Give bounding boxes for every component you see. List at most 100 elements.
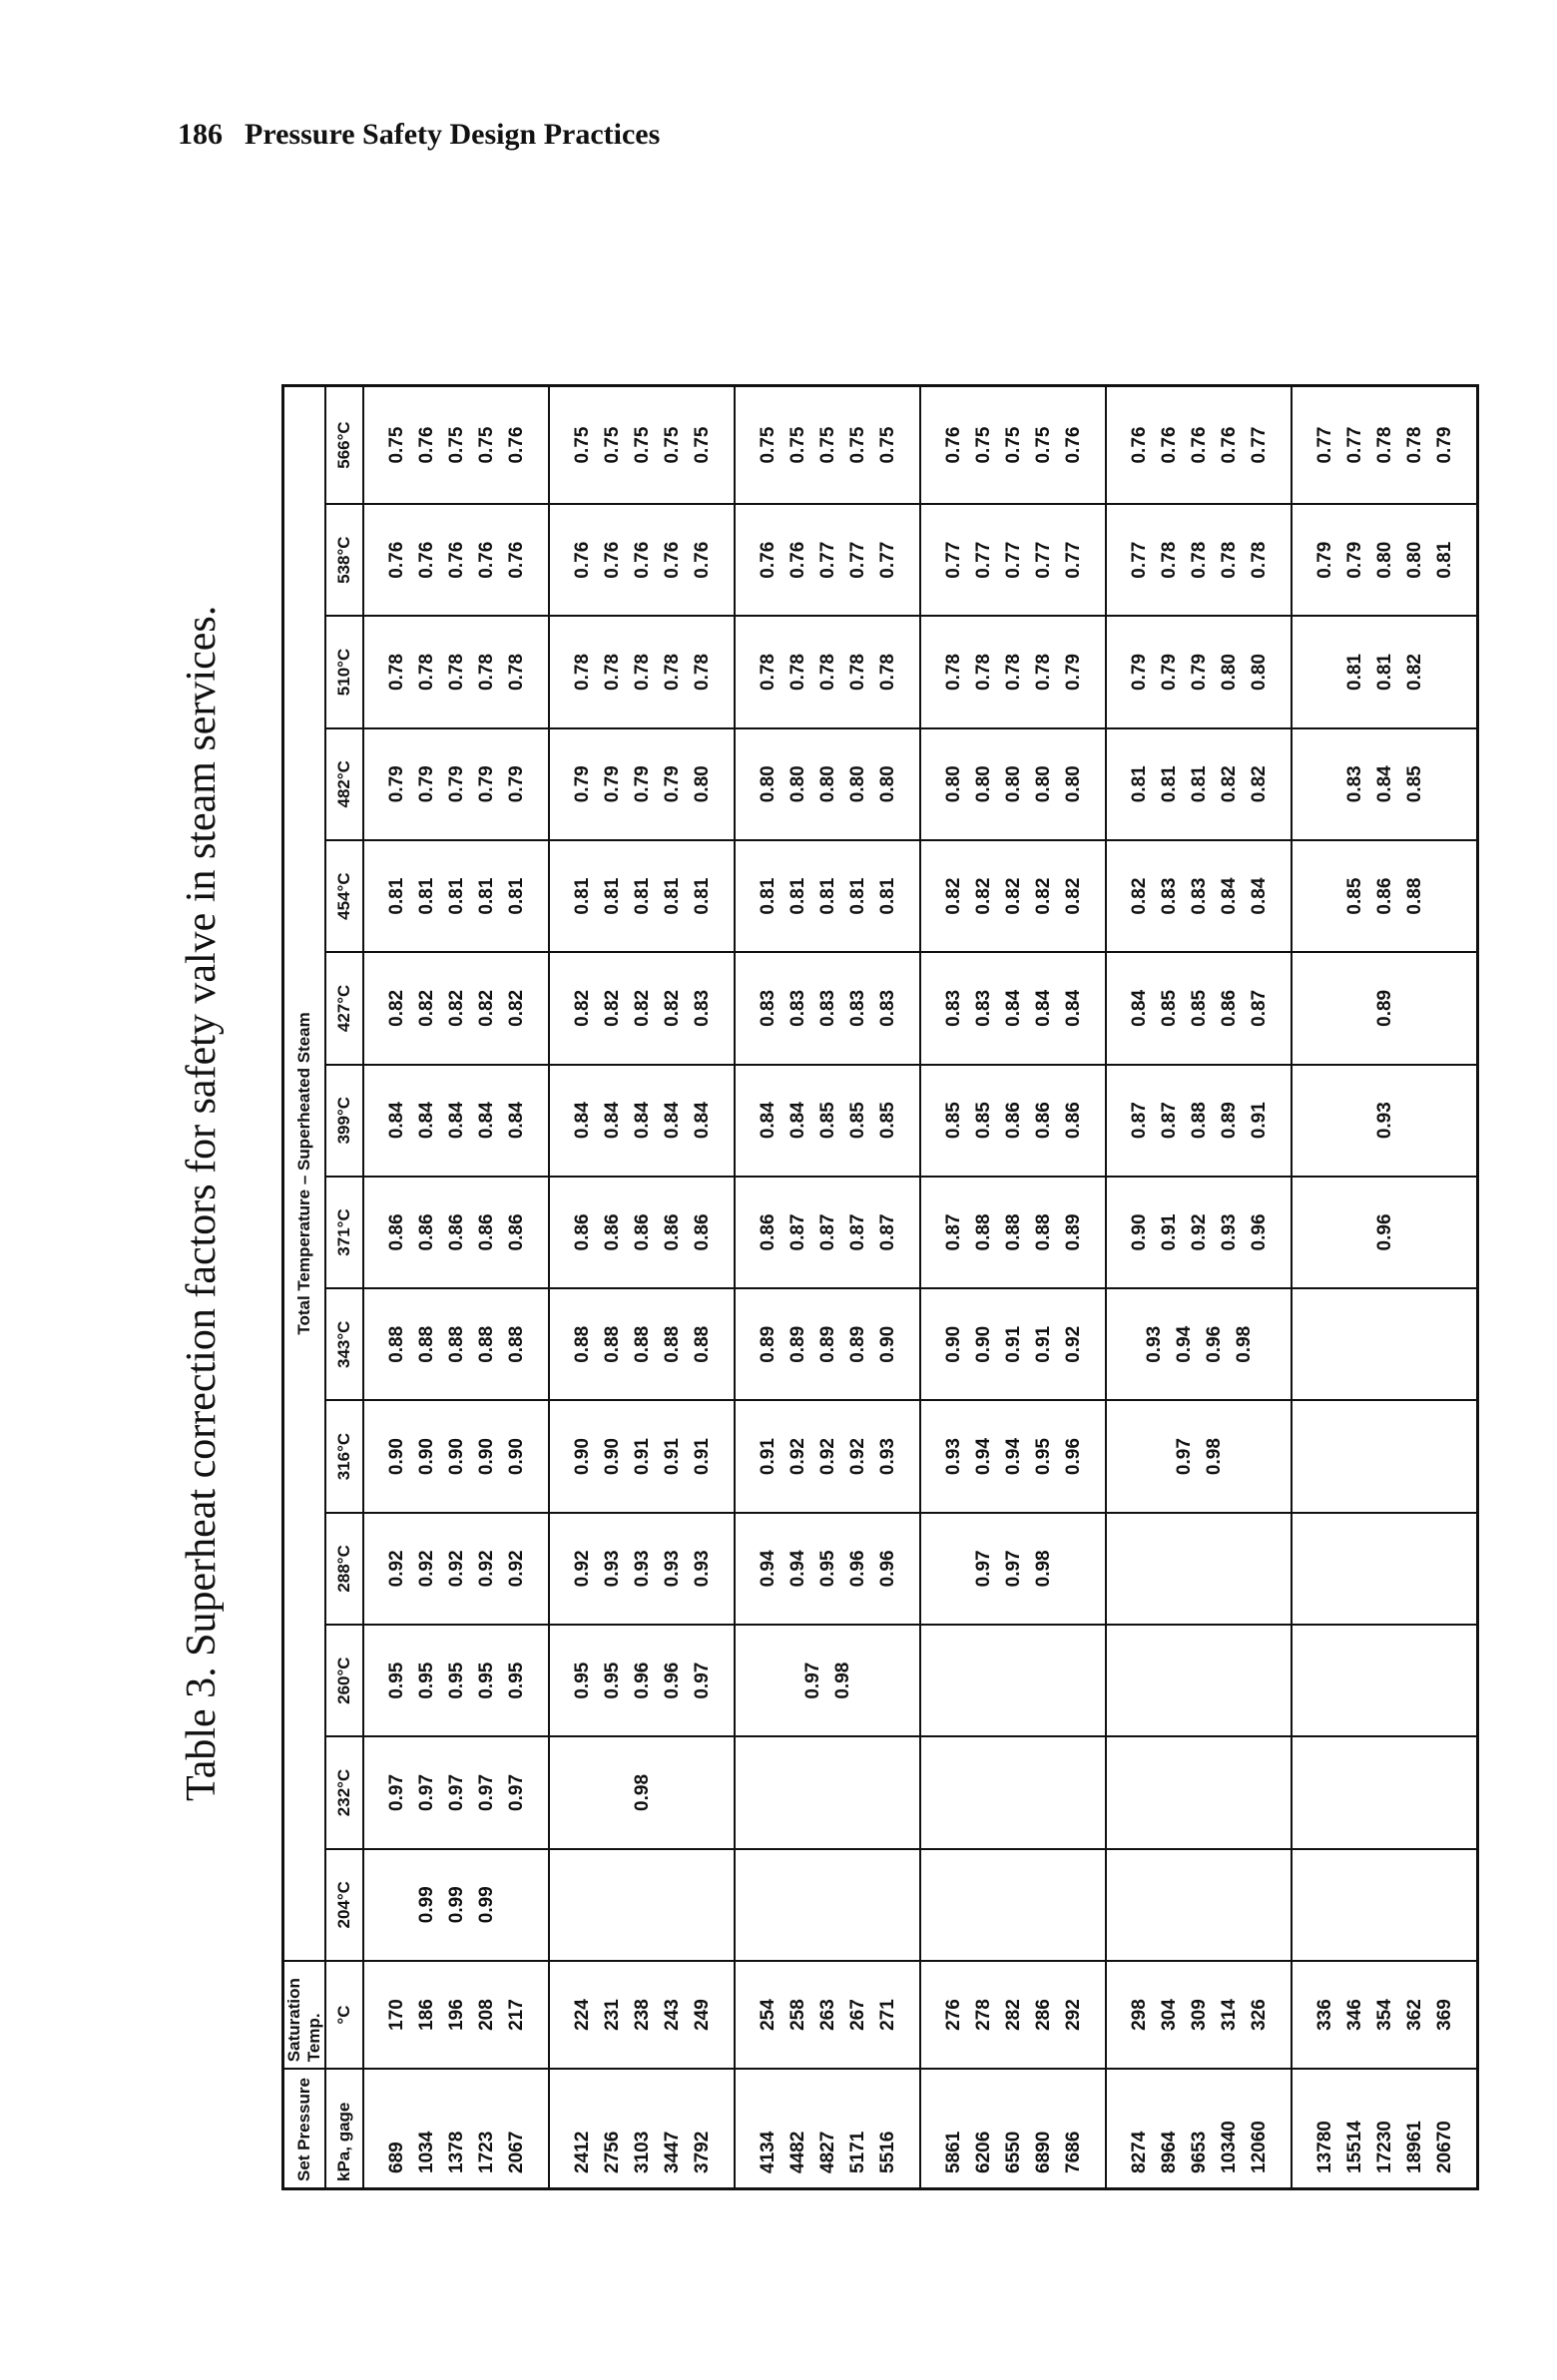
set-pressure-cell: 5861 6206 6550 6890 7686: [920, 2069, 1106, 2189]
correction-factor-cell: 0.97 0.97 0.98: [920, 1512, 1106, 1626]
correction-factor-cell: 0.81 0.81 0.82: [1292, 616, 1478, 728]
saturation-temp-cell: 336 346 354 362 369: [1292, 1960, 1478, 2070]
correction-factor-cell: 0.92 0.93 0.93 0.93 0.93: [549, 1512, 735, 1626]
correction-factor-cell: 0.81 0.81 0.81 0.81 0.81: [549, 839, 735, 953]
temp-column-header: 371°C: [325, 1176, 363, 1289]
correction-factor-cell: 0.84 0.84 0.84 0.84 0.84: [549, 1064, 735, 1177]
correction-factor-table: Set Pressure Saturation Temp. Total Temp…: [281, 384, 1479, 2190]
set-pressure-cell: 689 1034 1378 1723 2067: [363, 2069, 549, 2189]
correction-factor-cell: 0.79 0.79 0.80 0.80 0.81: [1292, 504, 1478, 617]
correction-factor-cell: 0.83 0.83 0.84 0.84 0.84: [920, 952, 1106, 1065]
correction-factor-cell: [735, 1848, 920, 1961]
temp-column-header: 343°C: [325, 1288, 363, 1401]
saturation-temp-header: Saturation Temp.: [282, 1960, 325, 2070]
correction-factor-cell: 0.88 0.88 0.88 0.88 0.88: [549, 1288, 735, 1401]
correction-factor-cell: [1292, 1736, 1478, 1849]
running-title: Pressure Safety Design Practices: [245, 118, 661, 151]
correction-factor-cell: 0.79 0.79 0.79 0.79 0.80: [549, 727, 735, 840]
set-pressure-cell: 8274 8964 9653 10340 12060: [1106, 2069, 1292, 2189]
temp-column-header: 510°C: [325, 616, 363, 728]
correction-factor-cell: 0.81 0.81 0.81 0.81 0.81: [735, 839, 920, 953]
saturation-temp-cell: 298 304 309 314 326: [1106, 1960, 1292, 2070]
correction-factor-cell: 0.90 0.90 0.90 0.90 0.90: [363, 1400, 549, 1513]
correction-factor-cell: [1106, 1625, 1292, 1737]
correction-factor-cell: 0.76 0.76 0.76 0.76 0.76: [549, 504, 735, 617]
correction-factor-cell: 0.97 0.97 0.97 0.97 0.97: [363, 1736, 549, 1849]
correction-factor-cell: 0.99 0.99 0.99: [363, 1848, 549, 1961]
temp-column-header: 454°C: [325, 839, 363, 953]
saturation-temp-cell: 254 258 263 267 271: [735, 1960, 920, 2070]
correction-factor-cell: [1292, 1288, 1478, 1401]
correction-factor-cell: 0.81 0.81 0.81 0.81 0.81: [363, 839, 549, 953]
correction-factor-cell: 0.83 0.83 0.83 0.83 0.83: [735, 952, 920, 1065]
correction-factor-cell: 0.77 0.78 0.78 0.78 0.78: [1106, 504, 1292, 617]
correction-factor-cell: 0.81 0.81 0.81 0.82 0.82: [1106, 727, 1292, 840]
saturation-temp-cell: 276 278 282 286 292: [920, 1960, 1106, 2070]
correction-factor-cell: 0.82 0.82 0.82 0.82 0.83: [549, 952, 735, 1065]
correction-factor-cell: 0.82 0.82 0.82 0.82 0.82: [920, 839, 1106, 953]
saturation-temp-cell: 170 186 196 208 217: [363, 1960, 549, 2070]
correction-factor-cell: [549, 1848, 735, 1961]
temp-column-header: 288°C: [325, 1512, 363, 1626]
correction-factor-cell: 0.78 0.78 0.78 0.78 0.78: [735, 616, 920, 728]
correction-factor-cell: [1292, 1625, 1478, 1737]
correction-factor-cell: 0.82 0.83 0.83 0.84 0.84: [1106, 839, 1292, 953]
correction-factor-cell: 0.98: [549, 1736, 735, 1849]
correction-factor-cell: 0.97 0.98: [1106, 1400, 1292, 1513]
correction-factor-cell: [920, 1625, 1106, 1737]
correction-factor-cell: 0.83 0.84 0.85: [1292, 727, 1478, 840]
correction-factor-cell: 0.76 0.76 0.76 0.76 0.77: [1106, 385, 1292, 505]
correction-factor-cell: 0.84 0.84 0.84 0.84 0.84: [363, 1064, 549, 1177]
correction-factor-cell: 0.79 0.79 0.79 0.80 0.80: [1106, 616, 1292, 728]
correction-factor-cell: 0.78 0.78 0.78 0.78 0.78: [363, 616, 549, 728]
correction-factor-cell: 0.93 0.94 0.94 0.95 0.96: [920, 1400, 1106, 1513]
correction-factor-cell: 0.87 0.87 0.88 0.89 0.91: [1106, 1064, 1292, 1177]
set-pressure-cell: 13780 15514 17230 18961 20670: [1292, 2069, 1478, 2189]
correction-factor-cell: 0.76 0.76 0.77 0.77 0.77: [735, 504, 920, 617]
correction-factor-cell: 0.87 0.88 0.88 0.88 0.89: [920, 1176, 1106, 1289]
correction-factor-cell: 0.77 0.77 0.78 0.78 0.79: [1292, 385, 1478, 505]
correction-factor-cell: 0.91 0.92 0.92 0.92 0.93: [735, 1400, 920, 1513]
correction-factor-cell: 0.76 0.76 0.76 0.76 0.76: [363, 504, 549, 617]
correction-factor-cell: 0.85 0.86 0.88: [1292, 839, 1478, 953]
correction-factor-cell: 0.96: [1292, 1176, 1478, 1289]
correction-factor-cell: 0.78 0.78 0.78 0.78 0.79: [920, 616, 1106, 728]
correction-factor-cell: 0.85 0.85 0.86 0.86 0.86: [920, 1064, 1106, 1177]
temp-column-header: 538°C: [325, 504, 363, 617]
correction-factor-cell: [1292, 1512, 1478, 1626]
pressure-unit-header: kPa, gage: [325, 2069, 363, 2189]
temp-column-header: 260°C: [325, 1625, 363, 1737]
correction-factor-cell: 0.82 0.82 0.82 0.82 0.82: [363, 952, 549, 1065]
correction-factor-cell: 0.89 0.89 0.89 0.89 0.90: [735, 1288, 920, 1401]
correction-factor-cell: 0.86 0.86 0.86 0.86 0.86: [363, 1176, 549, 1289]
correction-factor-cell: 0.97 0.98: [735, 1625, 920, 1737]
temp-column-header: 566°C: [325, 385, 363, 505]
correction-factor-cell: 0.79 0.79 0.79 0.79 0.79: [363, 727, 549, 840]
correction-factor-cell: 0.80 0.80 0.80 0.80 0.80: [735, 727, 920, 840]
correction-factor-cell: 0.76 0.75 0.75 0.75 0.76: [920, 385, 1106, 505]
correction-factor-cell: [1106, 1736, 1292, 1849]
correction-factor-cell: [1292, 1400, 1478, 1513]
table-caption: Table 3. Superheat correction factors fo…: [179, 605, 225, 1801]
correction-factor-cell: 0.90 0.90 0.91 0.91 0.92: [920, 1288, 1106, 1401]
correction-factor-cell: 0.84 0.84 0.85 0.85 0.85: [735, 1064, 920, 1177]
correction-factor-cell: 0.93 0.94 0.96 0.98: [1106, 1288, 1292, 1401]
correction-factor-cell: 0.84 0.85 0.85 0.86 0.87: [1106, 952, 1292, 1065]
correction-factor-cell: 0.75 0.75 0.75 0.75 0.75: [735, 385, 920, 505]
correction-factor-cell: 0.86 0.87 0.87 0.87 0.87: [735, 1176, 920, 1289]
temp-column-header: 204°C: [325, 1848, 363, 1961]
correction-factor-cell: 0.75 0.76 0.75 0.75 0.76: [363, 385, 549, 505]
correction-factor-cell: [920, 1736, 1106, 1849]
temp-column-header: 427°C: [325, 952, 363, 1065]
correction-factor-cell: 0.89: [1292, 952, 1478, 1065]
saturation-temp-cell: 224 231 238 243 249: [549, 1960, 735, 2070]
correction-factor-cell: 0.92 0.92 0.92 0.92 0.92: [363, 1512, 549, 1626]
set-pressure-cell: 2412 2756 3103 3447 3792: [549, 2069, 735, 2189]
correction-factor-cell: [1106, 1848, 1292, 1961]
